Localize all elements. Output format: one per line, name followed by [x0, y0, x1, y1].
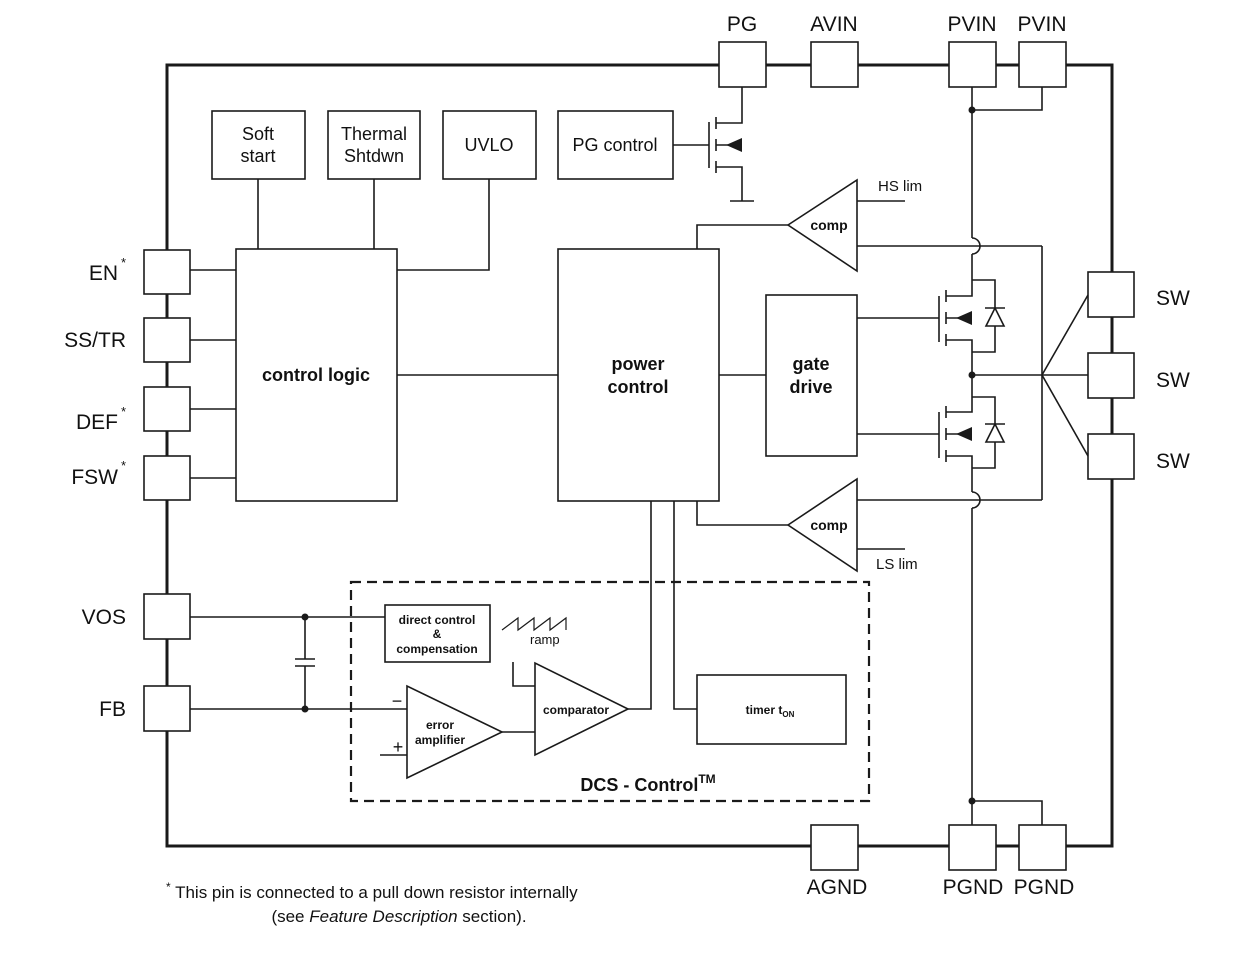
pg-transistor [673, 87, 754, 202]
svg-text:amplifier: amplifier [415, 733, 465, 747]
svg-text:*: * [121, 255, 126, 270]
power-control-block: power control [557, 248, 720, 502]
svg-text:EN: EN [89, 262, 118, 285]
uvlo-block: UVLO [442, 110, 537, 180]
svg-text:error: error [426, 718, 454, 732]
svg-text:power: power [611, 354, 664, 374]
soft-start-block: Soft start [211, 110, 306, 180]
power-stage [857, 87, 1089, 825]
svg-text:(see Feature Description secti: (see Feature Description section). [271, 907, 526, 926]
hs-comparator: comp HS lim [696, 178, 922, 273]
svg-text:FSW: FSW [71, 466, 118, 489]
svg-text:comparator: comparator [543, 703, 609, 717]
svg-text:* This pin is connected to a p: * This pin is connected to a pull down r… [166, 880, 578, 902]
pin-fb: FB [99, 685, 191, 732]
feedforward-capacitor [295, 617, 315, 709]
svg-text:PGND: PGND [943, 876, 1004, 899]
svg-text:*: * [121, 404, 126, 419]
svg-text:start: start [240, 146, 275, 166]
timer-ton-block: timer tON [696, 674, 847, 745]
pin-agnd: AGND [807, 824, 868, 899]
direct-control-block: direct control & compensation [384, 604, 491, 663]
svg-text:+: + [393, 737, 404, 757]
gate-drive-block: gate drive [765, 294, 858, 457]
ramp-signal: ramp [501, 616, 567, 647]
pin-pgnd-2: PGND [1014, 824, 1075, 899]
pin-sw-3: SW [1087, 433, 1190, 480]
pin-pvin-1: PVIN [947, 13, 997, 88]
svg-text:PVIN: PVIN [947, 13, 996, 36]
svg-text:direct control: direct control [399, 613, 476, 627]
svg-text:HS lim: HS lim [878, 178, 922, 195]
dcs-control-label: DCS - ControlTM [580, 772, 715, 795]
svg-text:LS lim: LS lim [876, 556, 918, 573]
pin-sw-2: SW [1087, 352, 1190, 399]
svg-text:UVLO: UVLO [464, 135, 513, 155]
svg-text:&: & [433, 627, 442, 641]
pin-def: DEF * [76, 386, 191, 434]
svg-text:gate: gate [792, 354, 829, 374]
pin-pvin-2: PVIN [1017, 13, 1067, 88]
svg-text:SW: SW [1156, 369, 1190, 392]
svg-text:−: − [392, 691, 403, 711]
svg-text:control logic: control logic [262, 365, 370, 385]
pg-control-block: PG control [557, 110, 674, 180]
svg-text:timer tON: timer tON [746, 703, 795, 719]
svg-text:Soft: Soft [242, 124, 274, 144]
pin-vos: VOS [82, 593, 191, 640]
control-logic-block: control logic [235, 248, 398, 502]
pin-pg: PG [718, 13, 767, 88]
svg-text:PG control: PG control [572, 135, 657, 155]
thermal-shutdown-block: Thermal Shtdwn [327, 110, 421, 180]
svg-text:AVIN: AVIN [810, 13, 857, 36]
svg-text:drive: drive [789, 377, 832, 397]
svg-text:Shtdwn: Shtdwn [344, 146, 404, 166]
pin-fsw: FSW * [71, 455, 191, 501]
svg-text:AGND: AGND [807, 876, 868, 899]
footnote: * This pin is connected to a pull down r… [166, 880, 578, 926]
svg-text:VOS: VOS [82, 606, 126, 629]
pin-ss-tr: SS/TR [64, 317, 191, 363]
ls-comparator: comp LS lim [696, 477, 918, 573]
pin-pgnd-1: PGND [943, 824, 1004, 899]
svg-text:SW: SW [1156, 450, 1190, 473]
svg-text:SS/TR: SS/TR [64, 329, 126, 352]
error-amplifier: error amplifier − + [380, 684, 504, 780]
svg-text:*: * [121, 458, 126, 473]
svg-text:ramp: ramp [530, 632, 560, 647]
pin-avin: AVIN [810, 13, 859, 88]
pwm-comparator: comparator [534, 661, 630, 757]
dcs-control-region [349, 580, 871, 803]
svg-text:comp: comp [810, 517, 847, 533]
svg-text:PG: PG [727, 13, 757, 36]
svg-text:compensation: compensation [396, 642, 477, 656]
svg-text:PVIN: PVIN [1017, 13, 1066, 36]
svg-text:PGND: PGND [1014, 876, 1075, 899]
svg-text:control: control [608, 377, 669, 397]
svg-text:DEF: DEF [76, 411, 118, 434]
svg-text:FB: FB [99, 698, 126, 721]
pin-en: EN * [89, 249, 191, 295]
svg-text:SW: SW [1156, 287, 1190, 310]
pin-sw-1: SW [1087, 271, 1190, 318]
svg-text:comp: comp [810, 217, 847, 233]
svg-text:Thermal: Thermal [341, 124, 407, 144]
